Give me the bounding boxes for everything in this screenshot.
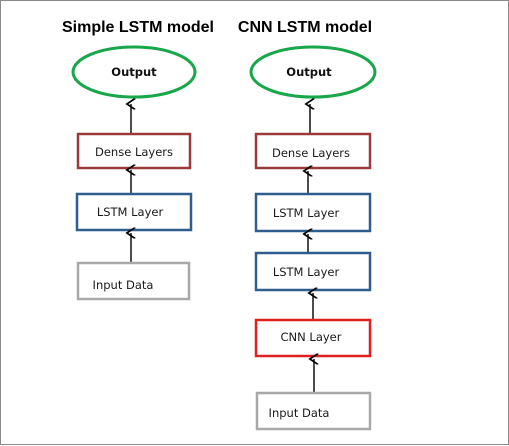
right-lstm1-node [254, 192, 372, 233]
left-input-label: Input Data [93, 278, 154, 292]
left-output-label: Output [111, 65, 157, 79]
right-output-label: Output [286, 65, 332, 79]
right-dense-node [254, 132, 372, 170]
simple-lstm-column: Simple LSTM model Output Dense Layers LS… [62, 19, 214, 301]
right-cnn-node [254, 318, 372, 358]
right-lstm2-label: LSTM Layer [273, 265, 340, 279]
right-input-node [255, 391, 372, 431]
right-dense-label: Dense Layers [272, 146, 350, 160]
simple-lstm-title: Simple LSTM model [62, 19, 214, 36]
right-lstm1-label: LSTM Layer [273, 206, 340, 220]
right-input-label: Input Data [269, 406, 330, 420]
left-dense-node [76, 132, 192, 170]
right-output-node [249, 45, 377, 99]
right-cnn-label: CNN Layer [281, 330, 342, 344]
cnn-lstm-title: CNN LSTM model [238, 19, 372, 36]
left-output-node [71, 45, 197, 99]
cnn-lstm-column: CNN LSTM model Output Dense Layers LSTM … [238, 19, 377, 431]
left-input-node [76, 261, 191, 301]
left-lstm-label: LSTM Layer [97, 205, 164, 219]
left-dense-label: Dense Layers [95, 145, 173, 159]
